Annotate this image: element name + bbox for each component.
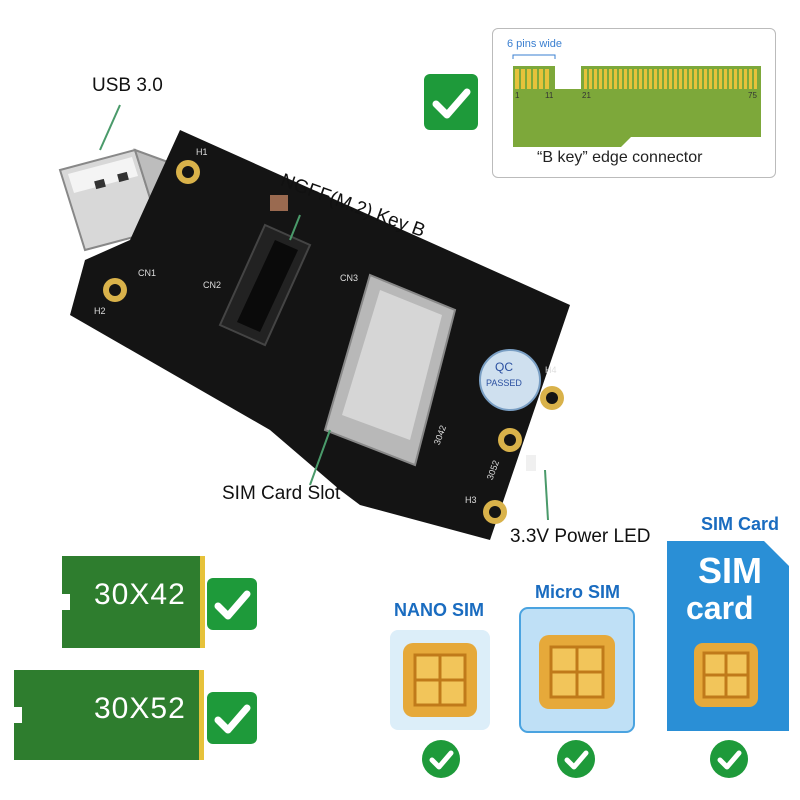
board-h4: H4 (545, 365, 557, 375)
usb-label: USB 3.0 (92, 75, 163, 96)
power-led-label: 3.3V Power LED (510, 526, 651, 547)
pin-75-label: 75 (748, 91, 757, 100)
size-label: 30X42 (94, 578, 186, 611)
board-cn1: CN1 (138, 268, 157, 278)
size-label: 30X52 (94, 692, 186, 725)
check-icon (557, 740, 595, 778)
sim-card-line2: card (686, 590, 754, 626)
pin-1-label: 1 (515, 91, 520, 100)
micro-sim-label: Micro SIM (534, 582, 620, 602)
board-h3: H3 (465, 495, 477, 505)
check-icon (710, 740, 748, 778)
board-qc-line2: PASSED (486, 378, 522, 388)
m2-card-30x42: 30X42 (62, 556, 205, 648)
check-icon (424, 74, 478, 130)
nano-sim-label: NANO SIM (394, 600, 484, 620)
connector-graphic (512, 54, 761, 147)
board-cn3: CN3 (340, 273, 359, 283)
check-icon (422, 740, 460, 778)
sim-card-line1: SIM (698, 550, 763, 591)
check-icon (207, 692, 257, 744)
board-cn2: CN2 (203, 280, 222, 290)
card-notch (14, 670, 204, 760)
full-sim-card: SIM card (664, 538, 792, 734)
check-icon (207, 578, 257, 630)
pcb-board: QC PASSED CN1 CN2 CN3 H1 H2 H3 H4 3042 3… (70, 110, 610, 550)
micro-sim-card (517, 605, 637, 735)
sim-slot-label: SIM Card Slot (222, 483, 341, 504)
board-h1: H1 (196, 147, 208, 157)
board-h2: H2 (94, 306, 106, 316)
pin-21-label: 21 (582, 91, 591, 100)
pin-11-label: 11 (545, 91, 554, 100)
edge-connector-panel: 6 pins wide 1 11 21 75 “B key” edge conn… (492, 28, 776, 178)
board-qc-line1: QC (495, 360, 513, 374)
nano-sim-card (385, 625, 495, 735)
card-notch (62, 556, 205, 648)
m2-card-30x52: 30X52 (14, 670, 204, 760)
pins-wide-label: 6 pins wide (507, 38, 563, 50)
connector-caption: “B key” edge connector (537, 149, 703, 166)
sim-card-label: SIM Card (700, 514, 779, 534)
